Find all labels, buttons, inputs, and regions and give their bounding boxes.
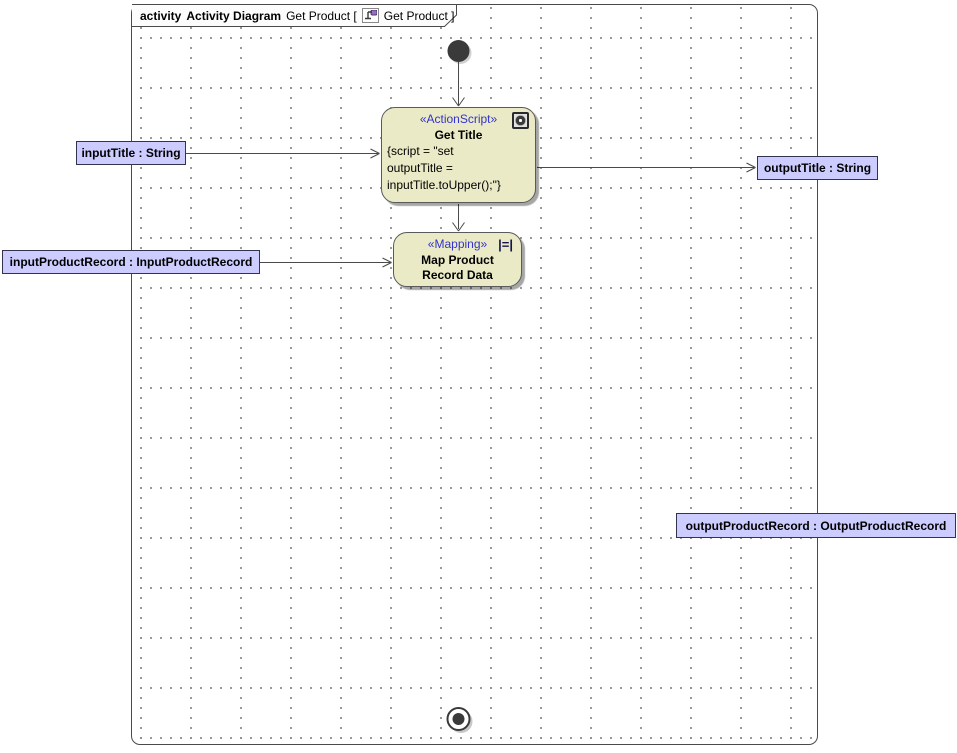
- get-title-script: {script = "set outputTitle = inputTitle.…: [386, 143, 531, 194]
- script-line: {script = "set: [387, 144, 454, 158]
- script-line: inputTitle.toUpper();"}: [387, 178, 501, 192]
- initial-node[interactable]: [447, 40, 470, 62]
- action-get-title[interactable]: «ActionScript» Get Title {script = "set …: [381, 107, 536, 203]
- edge-get-title-to-output-title[interactable]: [537, 162, 756, 173]
- mapping-name-line: Record Data: [422, 268, 493, 282]
- get-title-stereotype-row: «ActionScript»: [386, 112, 531, 129]
- get-title-name: Get Title: [434, 128, 483, 142]
- frame-kind-label: activity: [140, 8, 182, 23]
- script-line: outputTitle =: [387, 161, 453, 175]
- mapping-icon: |=|: [498, 237, 513, 252]
- parameter-input-product-record[interactable]: inputProductRecord : InputProductRecord: [2, 250, 260, 274]
- arrowhead-right-icon: [382, 257, 392, 268]
- frame-header[interactable]: activity Activity Diagram Get Product [ …: [140, 7, 454, 24]
- edge-input-product-to-mapping[interactable]: [260, 257, 392, 268]
- edge-initial-to-get-title[interactable]: [452, 62, 465, 107]
- frame-ref-label: Get Product ]: [383, 8, 455, 23]
- mapping-stereotype-row: «Mapping» |=|: [398, 237, 517, 253]
- arrowhead-right-icon: [370, 148, 380, 159]
- arrowhead-down-icon: [452, 97, 465, 107]
- actionscript-gear-icon: [512, 112, 529, 129]
- frame-diagram-type-label: Activity Diagram: [186, 8, 282, 23]
- arrowhead-right-icon: [746, 162, 756, 173]
- get-title-stereotype: «ActionScript»: [419, 112, 498, 126]
- parameter-label: inputProductRecord : InputProductRecord: [9, 255, 253, 269]
- final-node[interactable]: [446, 707, 471, 731]
- arrowhead-down-icon: [452, 222, 465, 232]
- parameter-input-title[interactable]: inputTitle : String: [76, 141, 186, 165]
- activity-diagram-icon: [361, 8, 379, 23]
- mapping-name-line: Map Product: [421, 253, 494, 267]
- parameter-label: outputProductRecord : OutputProductRecor…: [685, 518, 947, 533]
- parameter-label: inputTitle : String: [81, 146, 181, 160]
- frame-context-label: Get Product [: [286, 8, 357, 23]
- edge-get-title-to-mapping[interactable]: [452, 204, 465, 232]
- action-map-product-record-data[interactable]: «Mapping» |=| Map Product Record Data: [393, 232, 522, 287]
- parameter-label: outputTitle : String: [763, 161, 872, 175]
- mapping-stereotype: «Mapping»: [427, 237, 488, 251]
- parameter-output-product-record[interactable]: outputProductRecord : OutputProductRecor…: [676, 513, 956, 538]
- edge-input-title-to-get-title[interactable]: [186, 148, 380, 159]
- parameter-output-title[interactable]: outputTitle : String: [757, 156, 878, 180]
